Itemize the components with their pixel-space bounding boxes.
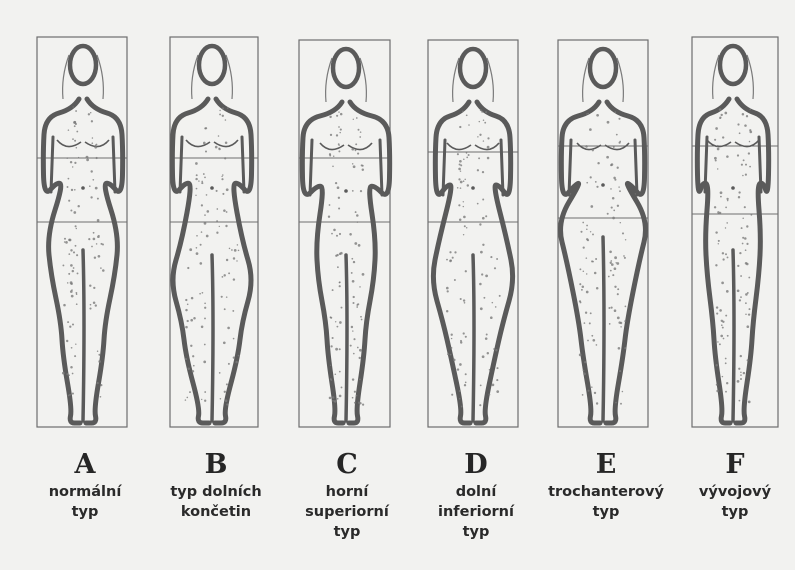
arm-line (180, 137, 182, 192)
head (199, 46, 225, 84)
figure-caption: normální typ (20, 482, 150, 522)
body-outline-right (476, 102, 513, 423)
arm-line (242, 137, 244, 192)
arm-line (51, 137, 53, 192)
figure-letter: D (411, 448, 541, 482)
body-outline-right (215, 99, 252, 423)
arm-line (113, 137, 115, 192)
arm-line (380, 140, 382, 195)
head (70, 46, 96, 84)
navel (731, 186, 735, 190)
figure-caption: typ dolních končetin (151, 482, 281, 522)
figure-letter: F (670, 448, 795, 482)
head (720, 46, 746, 84)
figure-letter: A (20, 448, 150, 482)
figure-caption: horní superiorní typ (282, 482, 412, 542)
figure-letter: C (282, 448, 412, 482)
chest-curve (57, 140, 81, 147)
figure-e (558, 40, 648, 427)
leg-gap (212, 255, 213, 421)
navel (344, 189, 348, 193)
arm-line (569, 140, 571, 195)
body-outline-left (302, 102, 343, 423)
head (460, 49, 486, 87)
figure-caption: trochanterový typ (541, 482, 671, 522)
head (590, 49, 616, 87)
head (333, 49, 359, 87)
leg-gap (83, 250, 84, 421)
figure-caption: dolní inferiorní typ (411, 482, 541, 542)
body-outline-left (43, 99, 80, 423)
figure-a (37, 37, 127, 427)
arm-line (705, 137, 707, 192)
body-outline-right (86, 99, 123, 423)
figure-f (692, 37, 778, 427)
chest-curve (348, 143, 372, 150)
leg-gap (346, 255, 347, 421)
navel (471, 186, 475, 190)
label-c: C horní superiorní typ (282, 448, 412, 542)
body-outline-left (697, 99, 730, 423)
body-outline-right (606, 102, 645, 423)
arm-line (443, 140, 445, 195)
arm-line (635, 140, 637, 195)
arm-line (759, 137, 761, 192)
label-e: E trochanterový typ (541, 448, 671, 522)
navel (210, 186, 214, 190)
label-b: B typ dolních končetin (151, 448, 281, 522)
figure-b (170, 37, 258, 427)
leg-gap (733, 250, 734, 421)
chest-curve (447, 143, 471, 150)
leg-gap (473, 255, 474, 421)
chest-curve (320, 143, 344, 150)
body-outline-left (433, 102, 470, 423)
figure-d (428, 40, 518, 427)
figure-letter: B (151, 448, 281, 482)
body-outline-left (172, 99, 209, 423)
navel (601, 183, 605, 187)
figure-c (299, 40, 390, 427)
label-d: D dolní inferiorní typ (411, 448, 541, 542)
label-a: A normální typ (20, 448, 150, 522)
arm-line (310, 140, 312, 195)
body-types-illustration (0, 0, 795, 440)
figure-letter: E (541, 448, 671, 482)
chest-curve (85, 140, 109, 147)
arm-line (501, 140, 503, 195)
label-f: F vývojový typ (670, 448, 795, 522)
body-outline-left (561, 102, 600, 423)
chest-curve (186, 140, 210, 147)
leg-gap (603, 237, 604, 421)
navel (81, 186, 85, 190)
figure-caption: vývojový typ (670, 482, 795, 522)
